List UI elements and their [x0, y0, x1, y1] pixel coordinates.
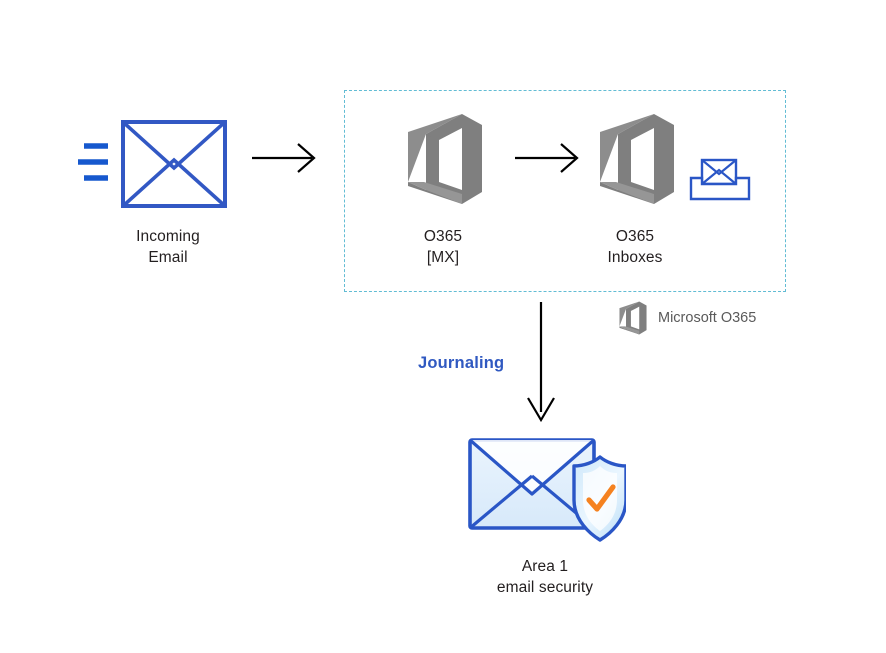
journaling-label: Journaling — [418, 354, 505, 372]
arrow-right-icon-1 — [250, 138, 320, 178]
inbox-tray-envelope-icon — [688, 157, 752, 203]
microsoft-o365-boundary-zone — [344, 90, 786, 292]
incoming-email-icon — [78, 118, 228, 210]
arrow-right-icon-2 — [513, 138, 583, 178]
o365-inboxes-caption: O365 Inboxes — [607, 228, 663, 266]
office365-logo-icon-mx — [404, 112, 486, 206]
legend-label: Microsoft O365 — [658, 310, 757, 326]
area1-shielded-envelope-icon — [466, 432, 626, 544]
area1-caption: Area 1 email security — [496, 558, 594, 596]
arrow-down-icon — [520, 300, 562, 424]
o365-mx-caption: O365 [MX] — [423, 228, 463, 266]
office365-logo-icon-inboxes — [596, 112, 678, 206]
office365-logo-icon-legend — [618, 300, 648, 336]
legend-microsoft-o365: Microsoft O365 — [618, 300, 756, 336]
incoming-email-caption: Incoming Email — [136, 228, 200, 266]
